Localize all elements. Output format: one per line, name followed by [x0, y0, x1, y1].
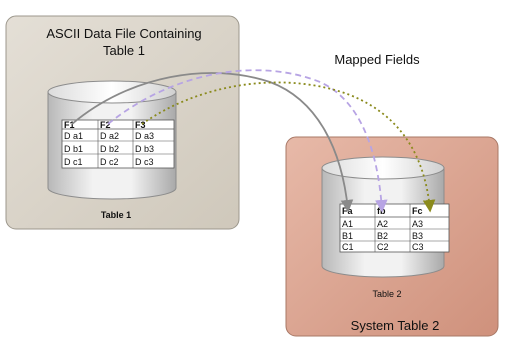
table1-header-cell: F3 — [135, 120, 146, 130]
table1-cell: D c2 — [100, 157, 119, 167]
table2-cell: A1 — [342, 219, 353, 229]
mapped-fields-label: Mapped Fields — [334, 52, 420, 67]
table1-cell: D c3 — [135, 157, 154, 167]
table1-cell: D b2 — [100, 144, 119, 154]
system-table-title: System Table 2 — [351, 318, 440, 333]
table2-cell: C2 — [377, 242, 389, 252]
table1-cell: D a3 — [135, 131, 154, 141]
table2-label: Table 2 — [372, 289, 401, 299]
table1-grid: F1 F2 F3 D a1 D a2 D a3 D b1 D b2 D b3 D… — [61, 119, 175, 169]
ascii-file-title-line1: ASCII Data File Containing — [46, 26, 201, 41]
table2-cell: C3 — [412, 242, 424, 252]
table1-label: Table 1 — [101, 210, 131, 220]
table2-header-cell: Fc — [412, 206, 423, 216]
table1-header-cell: F1 — [64, 120, 75, 130]
table2-cell: C1 — [342, 242, 354, 252]
table1-cell: D a1 — [64, 131, 83, 141]
table1-cell: D c1 — [64, 157, 83, 167]
table2-cell: A2 — [377, 219, 388, 229]
table2-cell: B2 — [377, 231, 388, 241]
table2-cell: B1 — [342, 231, 353, 241]
table2-cell: A3 — [412, 219, 423, 229]
ascii-file-title-line2: Table 1 — [103, 43, 145, 58]
table1-cell: D a2 — [100, 131, 119, 141]
table1-cell: D b3 — [135, 144, 154, 154]
table2-grid: Fa fb Fc A1 A2 A3 B1 B2 B3 C1 C2 C3 — [339, 203, 450, 253]
mapping-arrow-f3-to-fc — [141, 81, 436, 213]
table1-cell: D b1 — [64, 144, 83, 154]
table1-header-cell: F2 — [100, 120, 111, 130]
table2-cell: B3 — [412, 231, 423, 241]
